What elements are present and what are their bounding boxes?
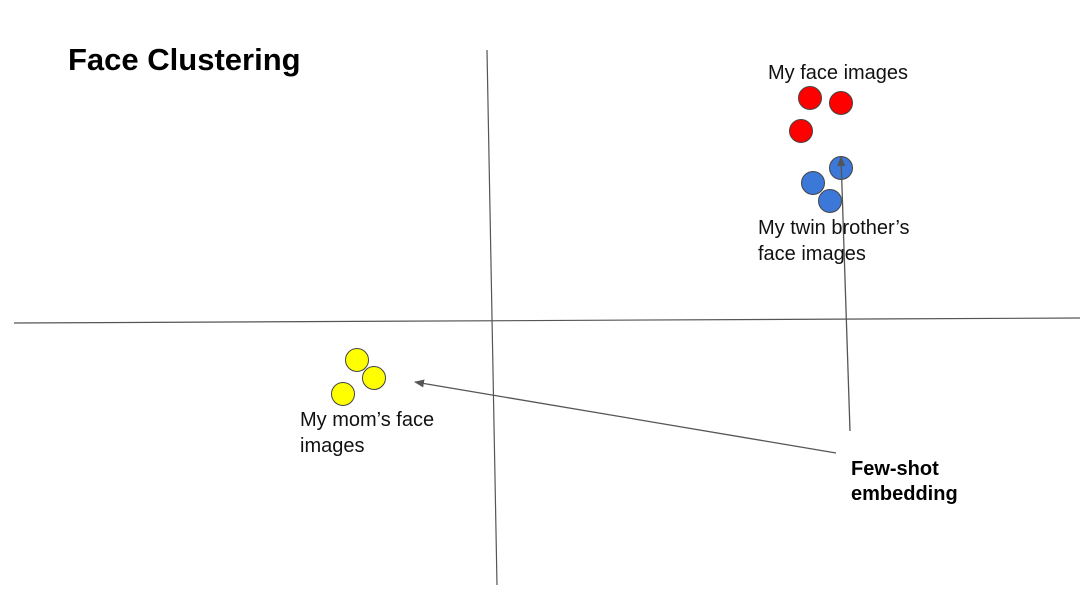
vertical-axis [486, 49, 498, 586]
annotation-line2: embedding [851, 483, 958, 505]
my-face-point [798, 86, 822, 110]
mom-face-cluster [331, 348, 386, 406]
twin-face-label-line2: face images [758, 243, 866, 265]
horizontal-axis [13, 317, 1080, 324]
twin-face-point [801, 171, 825, 195]
mom-face-label-line2: images [300, 435, 365, 457]
mom-face-label: My mom’s face images [300, 407, 434, 459]
few-shot-embedding-label: Few-shot embedding [851, 457, 958, 507]
mom-face-label-line1: My mom’s face [300, 409, 435, 431]
my-face-cluster [789, 86, 853, 143]
my-face-point [789, 119, 813, 143]
my-face-point [829, 91, 853, 115]
twin-face-label: My twin brother’s face images [758, 215, 910, 267]
twin-face-cluster [801, 156, 853, 213]
arrow-to-mom-cluster [414, 379, 837, 454]
annotation-line1: Few-shot [851, 458, 939, 480]
page-title: Face Clustering [68, 42, 301, 77]
mom-face-point [331, 382, 355, 406]
mom-face-point [362, 366, 386, 390]
mom-face-point [345, 348, 369, 372]
twin-face-label-line1: My twin brother’s [758, 217, 910, 239]
my-face-label: My face images [768, 62, 909, 84]
twin-face-point [818, 189, 842, 213]
arrow-to-twin-cluster [837, 156, 851, 432]
